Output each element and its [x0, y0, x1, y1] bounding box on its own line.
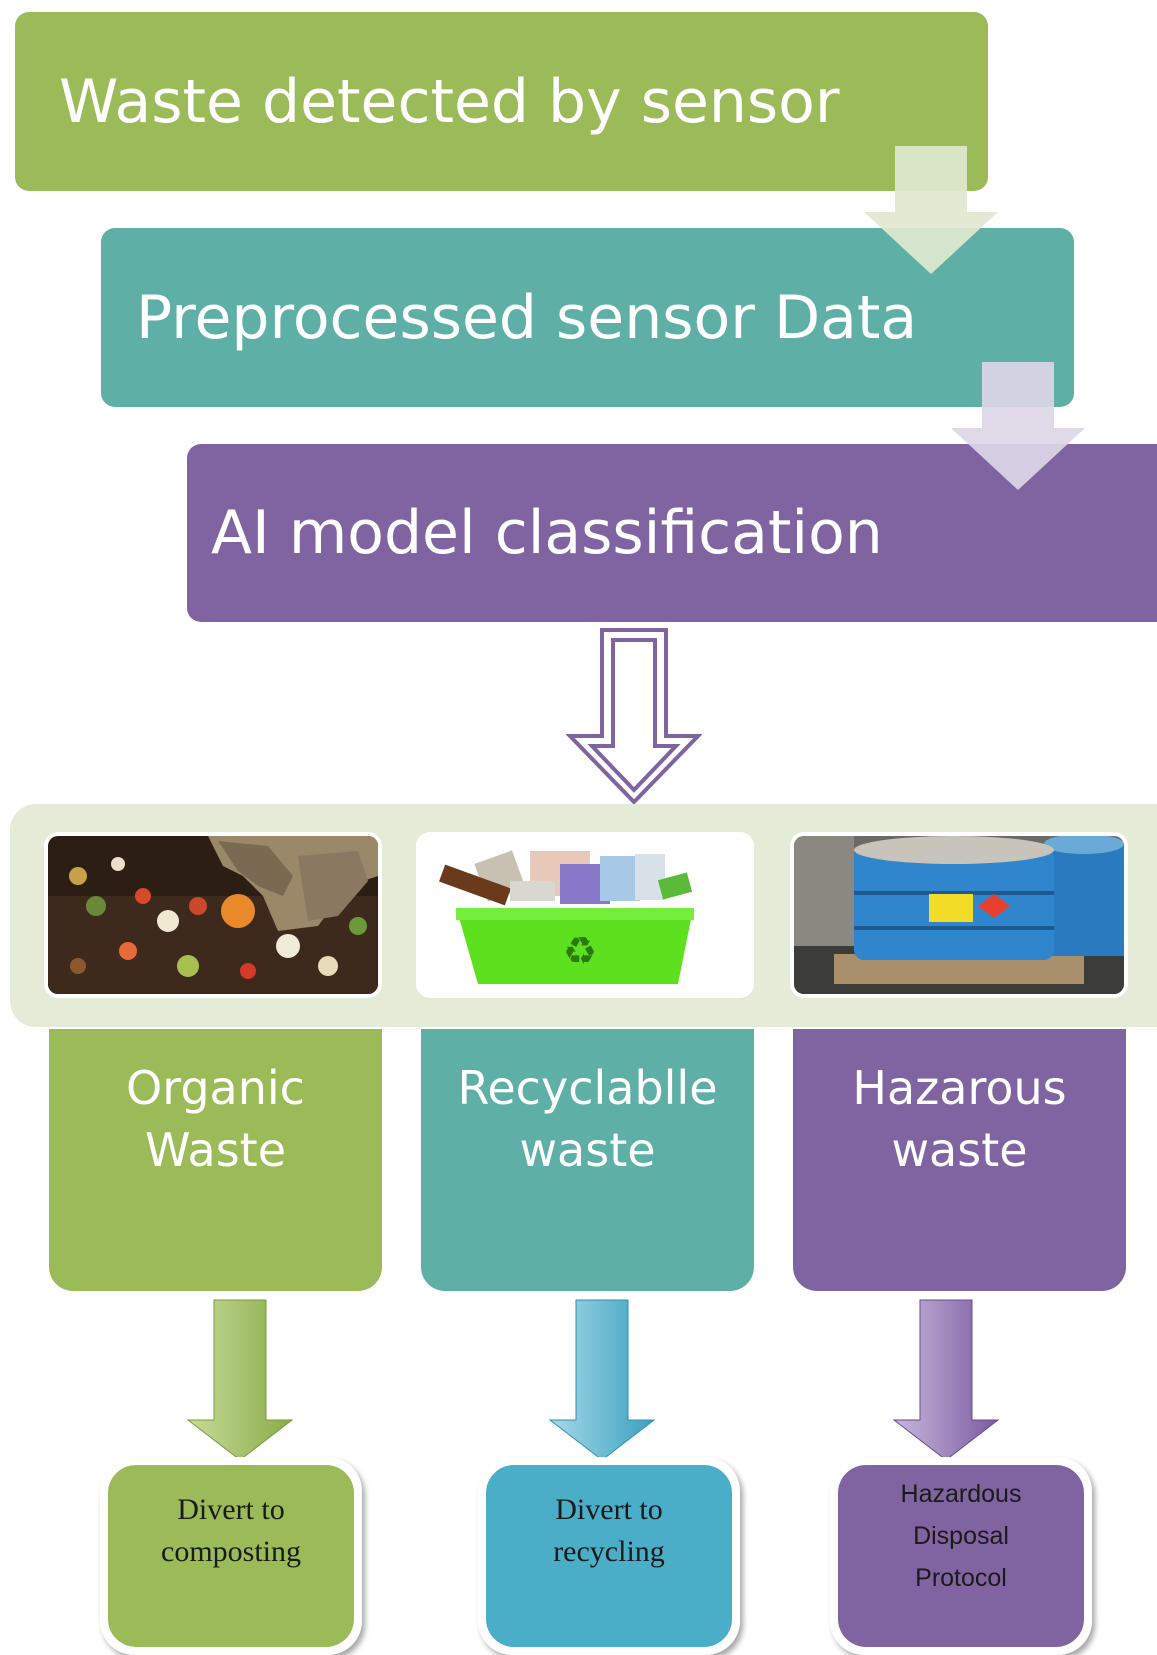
category-label-line2: waste: [519, 1123, 656, 1177]
action-divert-composting: Divert to composting: [100, 1457, 362, 1655]
organic-down-arrow-icon: [186, 1299, 294, 1461]
svg-text:♻: ♻: [563, 929, 597, 973]
action-label-line2: recycling: [553, 1535, 665, 1568]
category-label-line1: Recyclablle: [457, 1061, 718, 1115]
recycling-bin-image: ♻: [416, 832, 754, 998]
category-organic-waste: Organic Waste: [49, 1029, 382, 1291]
category-hazardous-waste: Hazarous waste: [793, 1029, 1126, 1291]
action-label-line1: Hazardous: [900, 1480, 1022, 1508]
category-label-line2: Waste: [144, 1123, 287, 1177]
stage-preprocessed-data: Preprocessed sensor Data: [101, 228, 1074, 407]
category-label-line1: Hazarous: [852, 1061, 1067, 1115]
hazardous-down-arrow-icon: [892, 1299, 1000, 1461]
recyclable-down-arrow-icon: [548, 1299, 656, 1461]
stage-ai-classification: AI model classification: [187, 444, 1157, 622]
classification-down-arrow-icon: [566, 628, 702, 804]
action-label-line2: Disposal: [913, 1522, 1009, 1550]
action-hazardous-disposal: Hazardous Disposal Protocol: [830, 1457, 1092, 1655]
category-recyclable-waste: Recyclablle waste: [421, 1029, 754, 1291]
category-label-line2: waste: [891, 1123, 1028, 1177]
stage-1-to-2-arrow-icon: [864, 146, 998, 274]
action-label-line1: Divert to: [555, 1493, 663, 1526]
stage-label: Preprocessed sensor Data: [136, 282, 918, 353]
action-divert-recycling: Divert to recycling: [478, 1457, 740, 1655]
stage-2-to-3-arrow-icon: [951, 362, 1085, 490]
compost-scraps-image: [44, 832, 382, 998]
action-label-line2: composting: [161, 1535, 301, 1568]
action-label-line3: Protocol: [915, 1564, 1007, 1592]
stage-label: Waste detected by sensor: [59, 66, 840, 137]
stage-label: AI model classification: [211, 498, 883, 568]
stage-waste-detected: Waste detected by sensor: [15, 12, 988, 191]
action-label-line1: Divert to: [177, 1493, 285, 1526]
category-label-line1: Organic: [126, 1061, 305, 1115]
chemical-drums-image: [790, 832, 1128, 998]
